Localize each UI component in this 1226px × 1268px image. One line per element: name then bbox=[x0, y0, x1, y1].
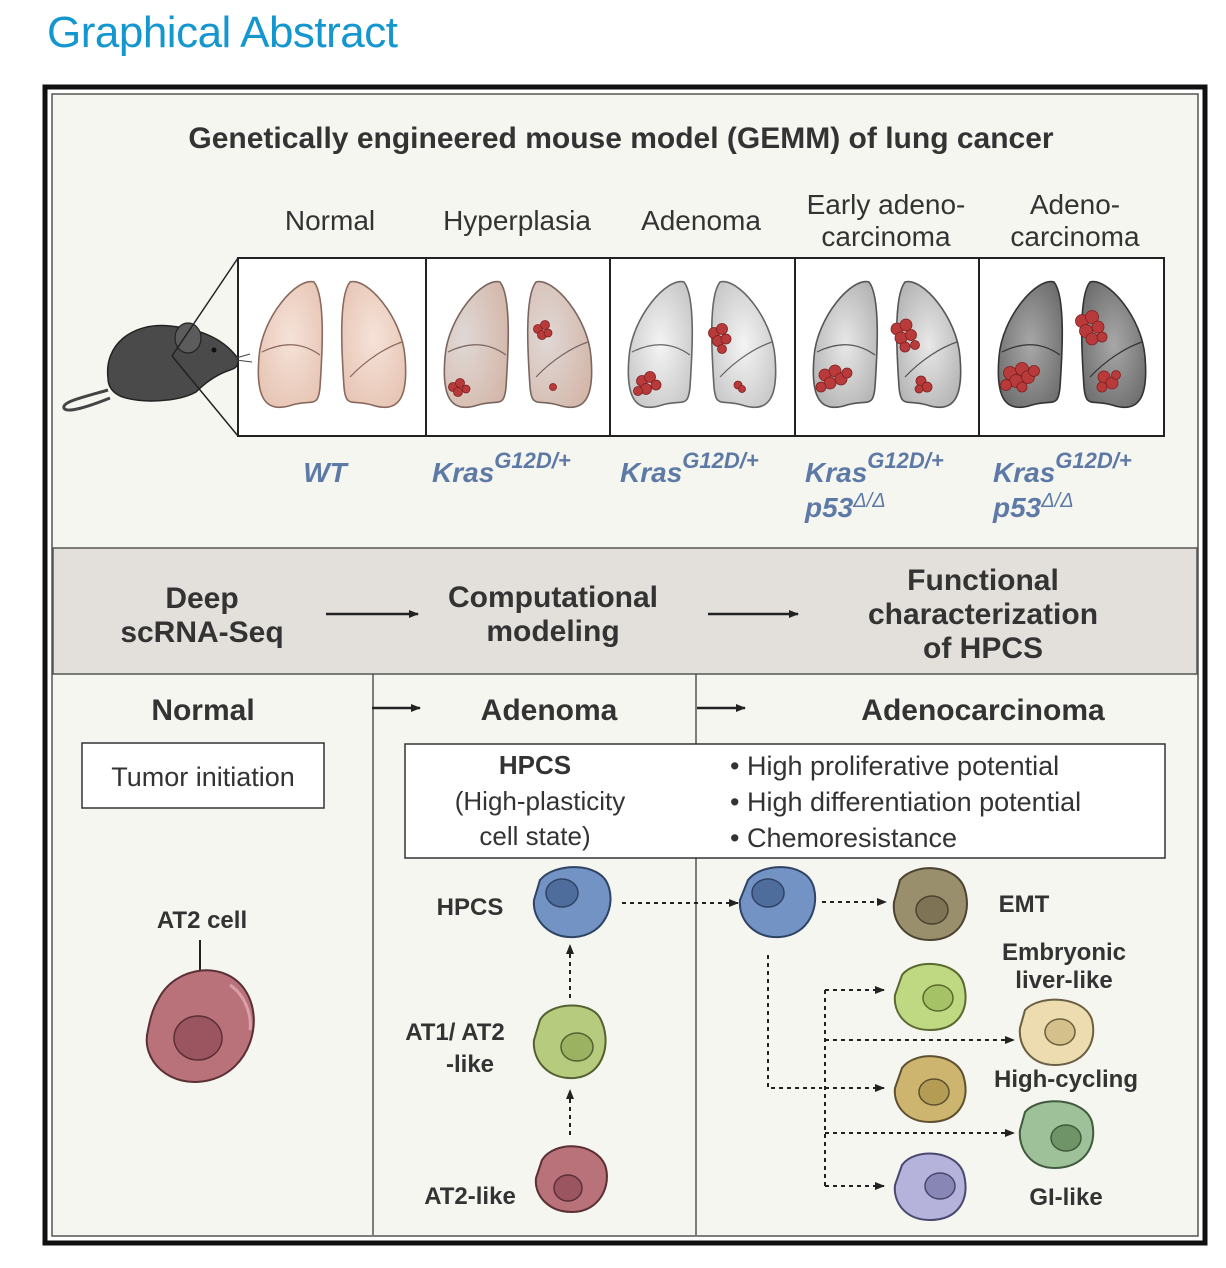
genotype-early-adeno-kras: KrasG12D/+ bbox=[805, 448, 944, 488]
lungs-adenoma bbox=[627, 280, 777, 409]
high-cycling-cell bbox=[1018, 998, 1095, 1067]
emt-cell bbox=[892, 867, 968, 942]
embryonic-label-2: liver-like bbox=[1015, 967, 1112, 994]
workflow-step2-line1: Computational bbox=[448, 581, 658, 614]
workflow-step3-line3: of HPCS bbox=[923, 632, 1043, 665]
workflow-step2-line2: modeling bbox=[486, 615, 619, 648]
hpcs-box-title: HPCS bbox=[499, 750, 571, 780]
gemm-title: Genetically engineered mouse model (GEMM… bbox=[188, 122, 1054, 155]
hpcs-info-box bbox=[404, 743, 1166, 859]
stage-early-adeno-label-2: carcinoma bbox=[821, 221, 951, 252]
genotype-adeno-p53: p53Δ/Δ bbox=[992, 490, 1074, 523]
tumor-initiation-label: Tumor initiation bbox=[111, 762, 295, 792]
emt-label: EMT bbox=[999, 891, 1050, 918]
lungs-early-adenocarcinoma bbox=[812, 280, 962, 409]
stage-adeno-label-2: carcinoma bbox=[1010, 221, 1140, 252]
yellow-derived-cell bbox=[893, 1055, 967, 1124]
outer-frame bbox=[42, 84, 1208, 1246]
hpcs-box-desc-2: cell state) bbox=[479, 821, 590, 851]
at2-cell-label: AT2 cell bbox=[157, 907, 247, 934]
embryonic-liver-like-cell bbox=[893, 962, 967, 1032]
workflow-step3-line1: Functional bbox=[907, 564, 1059, 597]
hpcs-bullet-3: • Chemoresistance bbox=[730, 823, 957, 853]
column-adenocarcinoma-title: Adenocarcinoma bbox=[861, 694, 1105, 727]
embryonic-label-1: Embryonic bbox=[1002, 939, 1126, 966]
lungs-normal bbox=[257, 280, 407, 409]
workflow-step1-line1: Deep bbox=[165, 582, 238, 615]
hpcs-box-desc-1: (High-plasticity bbox=[455, 786, 626, 816]
hpcs-bullet-1: • High proliferative potential bbox=[730, 751, 1059, 781]
hpcs-cell-adenocarcinoma bbox=[738, 866, 817, 939]
genotype-adeno-kras: KrasG12D/+ bbox=[993, 448, 1132, 488]
gi-like-cell bbox=[1018, 1100, 1095, 1170]
at1-at2-like-cell bbox=[532, 1004, 607, 1080]
mouse-illustration bbox=[62, 257, 253, 437]
stage-adenoma-label: Adenoma bbox=[641, 205, 761, 236]
genotype-wt: WT bbox=[303, 457, 349, 488]
stage-early-adeno-label-1: Early adeno- bbox=[807, 189, 966, 220]
genotype-adenoma: KrasG12D/+ bbox=[620, 448, 759, 488]
genotype-hyperplasia: KrasG12D/+ bbox=[432, 448, 571, 488]
column-adenoma-title: Adenoma bbox=[481, 694, 618, 727]
hpcs-bullet-2: • High differentiation potential bbox=[730, 787, 1081, 817]
at1-at2-label-2: -like bbox=[446, 1051, 494, 1078]
lavender-derived-cell bbox=[893, 1152, 967, 1222]
hpcs-cell-label: HPCS bbox=[437, 894, 504, 921]
page-title: Graphical Abstract bbox=[47, 8, 398, 57]
hpcs-cell-adenoma bbox=[532, 866, 612, 939]
at1-at2-label-1: AT1/ AT2 bbox=[405, 1019, 505, 1046]
stage-normal-label: Normal bbox=[285, 205, 375, 236]
at2-like-label: AT2-like bbox=[424, 1183, 516, 1210]
high-cycling-label: High-cycling bbox=[994, 1066, 1138, 1093]
genotype-early-adeno-p53: p53Δ/Δ bbox=[804, 490, 886, 523]
workflow-band bbox=[52, 547, 1198, 675]
stage-adeno-label-1: Adeno- bbox=[1030, 189, 1120, 220]
lungs-hyperplasia bbox=[443, 280, 593, 409]
column-normal-title: Normal bbox=[151, 694, 254, 727]
tumor-initiation-box bbox=[81, 742, 325, 809]
gi-like-label: GI-like bbox=[1029, 1184, 1102, 1211]
workflow-step1-line2: scRNA-Seq bbox=[120, 616, 283, 649]
stage-hyperplasia-label: Hyperplasia bbox=[443, 205, 591, 236]
at2-cell bbox=[145, 969, 255, 1083]
workflow-step3-line2: characterization bbox=[868, 598, 1098, 631]
lungs-adenocarcinoma bbox=[997, 280, 1147, 409]
at2-like-cell bbox=[534, 1145, 608, 1214]
